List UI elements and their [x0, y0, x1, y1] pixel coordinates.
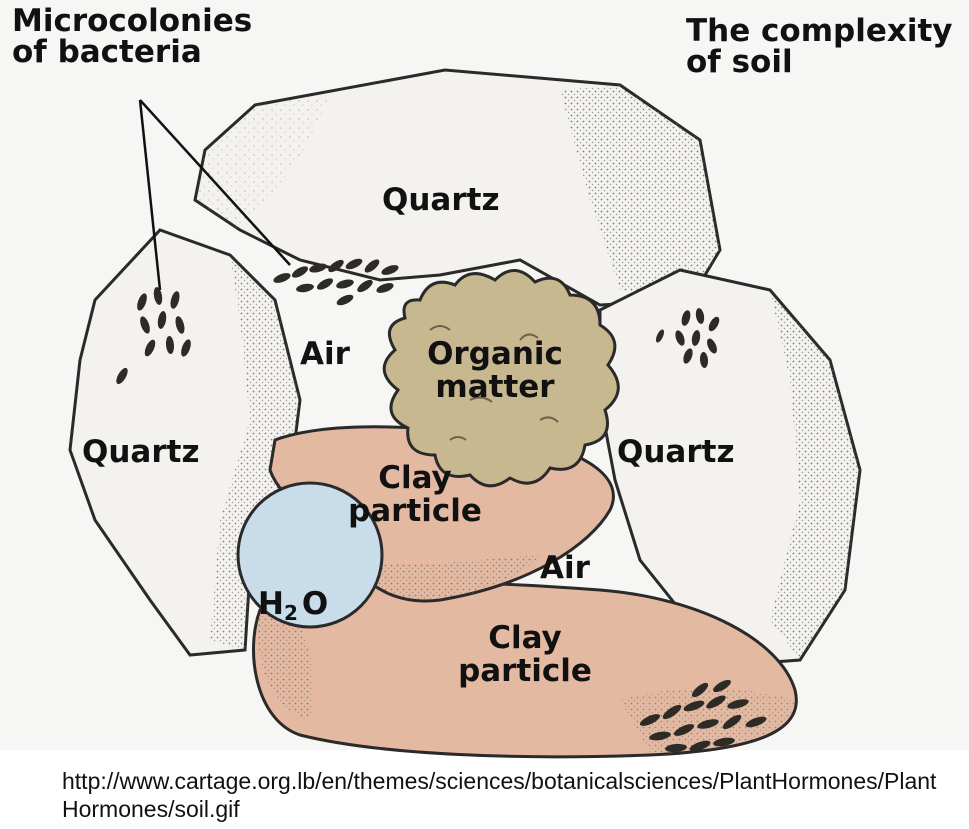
diagram-title: The complexity of soil: [686, 16, 953, 78]
air-upper-label: Air: [300, 338, 350, 371]
water-label-h: H: [258, 586, 284, 622]
clay-upper-label: Clay particle: [345, 462, 485, 528]
quartz-left-label: Quartz: [82, 436, 200, 469]
organic-matter-label: Organic matter: [415, 338, 575, 404]
quartz-right-label: Quartz: [617, 436, 735, 469]
microcolonies-label: Microcolonies of bacteria: [12, 6, 252, 68]
air-lower-label: Air: [540, 552, 590, 585]
water-label-o: O: [302, 586, 328, 622]
water-label-subscript: 2: [284, 601, 298, 625]
quartz-top-label: Quartz: [382, 184, 500, 217]
clay-lower-label: Clay particle: [445, 622, 605, 688]
source-url: http://www.cartage.org.lb/en/themes/scie…: [62, 768, 942, 823]
